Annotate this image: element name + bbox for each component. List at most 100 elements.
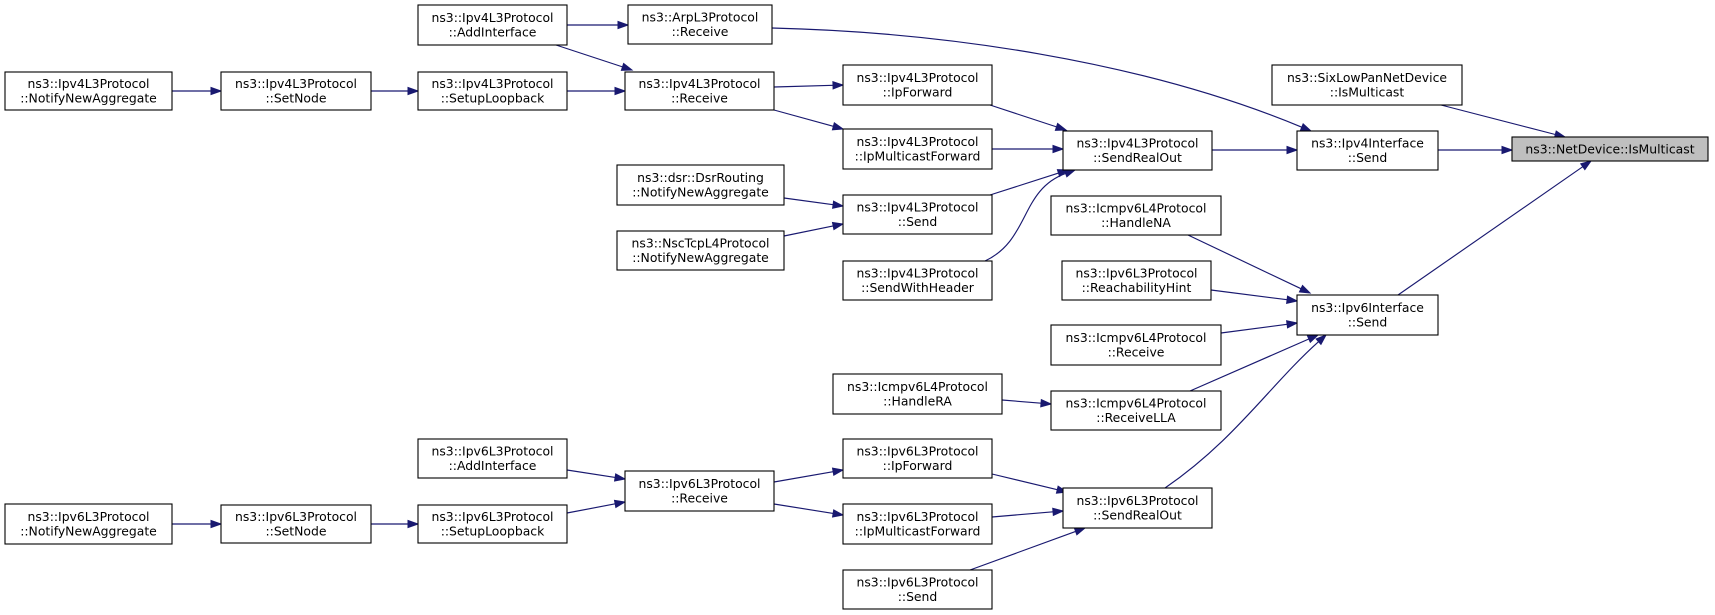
node-label: ns3::Icmpv6L4Protocol	[1066, 396, 1207, 411]
node-box	[1511, 136, 1709, 162]
node-label: ns3::Ipv4L3Protocol	[857, 200, 979, 215]
node-label: ::SetupLoopback	[441, 524, 545, 539]
node-label: ::Receive	[1108, 345, 1165, 360]
node-label: ns3::Ipv4L3Protocol	[432, 10, 554, 25]
edge-ipv6if-to-netdev	[1397, 160, 1593, 296]
arrowhead-icon	[1286, 295, 1299, 304]
node-box	[220, 504, 372, 544]
caller-node-v6setnode[interactable]: ns3::Ipv6L3Protocol::SetNode	[220, 504, 372, 544]
node-box	[842, 569, 993, 610]
caller-node-icmpna[interactable]: ns3::Icmpv6L4Protocol::HandleNA	[1050, 195, 1222, 236]
edge-v6sro-to-ipv6if	[1164, 334, 1328, 489]
caller-node-ipv6if[interactable]: ns3::Ipv6Interface::Send	[1296, 294, 1439, 336]
node-box	[842, 194, 993, 235]
edge-v6fwd-to-v6sro	[991, 473, 1069, 494]
node-box	[832, 373, 1003, 415]
arrowhead-icon	[1501, 145, 1514, 155]
node-label: ::IpForward	[883, 458, 953, 473]
edge-v6mfwd-to-v6sro	[991, 507, 1065, 518]
node-box	[842, 128, 993, 170]
caller-node-dsr[interactable]: ns3::dsr::DsrRouting::NotifyNewAggregate	[616, 164, 785, 206]
edge-v6setnode-to-v6setlb	[371, 519, 420, 529]
caller-node-v6mfwd[interactable]: ns3::Ipv6L3Protocol::IpMulticastForward	[842, 503, 993, 545]
caller-node-v4mfwd[interactable]: ns3::Ipv4L3Protocol::IpMulticastForward	[842, 128, 993, 170]
caller-node-v6setlb[interactable]: ns3::Ipv6L3Protocol::SetupLoopback	[417, 504, 568, 544]
edge-nsc-to-v4send	[783, 221, 845, 237]
edge-ipv4if-to-netdev	[1438, 145, 1514, 155]
node-label: ns3::Ipv6L3Protocol	[1077, 493, 1199, 508]
edge-line	[989, 104, 1057, 128]
caller-node-v4setnode[interactable]: ns3::Ipv4L3Protocol::SetNode	[220, 71, 372, 111]
node-label: ::IpMulticastForward	[855, 149, 981, 164]
caller-node-icmpra[interactable]: ns3::Icmpv6L4Protocol::HandleRA	[832, 373, 1003, 415]
caller-node-v6nna[interactable]: ns3::Ipv6L3Protocol::NotifyNewAggregate	[4, 503, 173, 545]
edge-line	[783, 225, 834, 237]
caller-node-v4addif[interactable]: ns3::Ipv4L3Protocol::AddInterface	[417, 4, 568, 46]
node-box	[842, 503, 993, 545]
edge-line	[1189, 338, 1310, 392]
caller-node-v4sro[interactable]: ns3::Ipv4L3Protocol::SendRealOut	[1062, 130, 1213, 171]
node-box	[1050, 324, 1222, 366]
node-label: ::NotifyNewAggregate	[632, 250, 769, 265]
arrowhead-icon	[1052, 507, 1065, 517]
node-label: ns3::Ipv4L3Protocol	[857, 266, 979, 281]
caller-node-v4recv[interactable]: ns3::Ipv4L3Protocol::Receive	[624, 71, 775, 111]
edge-line	[984, 172, 1066, 262]
caller-node-icmprecv[interactable]: ns3::Icmpv6L4Protocol::Receive	[1050, 324, 1222, 366]
node-label: ns3::Ipv4L3Protocol	[857, 134, 979, 149]
caller-node-arp[interactable]: ns3::ArpL3Protocol::Receive	[627, 4, 773, 45]
node-box	[4, 503, 173, 545]
edge-v4setlb-to-v4recv	[567, 86, 627, 96]
root-function-node: ns3::NetDevice::IsMulticast	[1511, 136, 1709, 162]
caller-node-v4setlb[interactable]: ns3::Ipv4L3Protocol::SetupLoopback	[417, 71, 568, 111]
edge-line	[969, 530, 1076, 571]
edge-v4addif-to-v4recv	[555, 44, 634, 71]
node-box	[1062, 130, 1213, 171]
caller-node-v6reach[interactable]: ns3::Ipv6L3Protocol::ReachabilityHint	[1061, 260, 1212, 301]
caller-node-v6send[interactable]: ns3::Ipv6L3Protocol::Send	[842, 569, 993, 610]
node-label: ::SendRealOut	[1093, 508, 1182, 523]
nodes-layer: ns3::NetDevice::IsMulticast ns3::SixLowPa…	[4, 4, 1709, 610]
caller-node-nsc[interactable]: ns3::NscTcpL4Protocol::NotifyNewAggregat…	[616, 230, 785, 271]
edge-line	[1397, 166, 1584, 296]
node-box	[624, 470, 775, 512]
arrowhead-icon	[831, 221, 845, 231]
node-label: ns3::NetDevice::IsMulticast	[1525, 141, 1694, 156]
caller-node-v6fwd[interactable]: ns3::Ipv6L3Protocol::IpForward	[842, 438, 993, 479]
caller-node-v6addif[interactable]: ns3::Ipv6L3Protocol::AddInterface	[417, 438, 568, 479]
node-label: ::NotifyNewAggregate	[20, 91, 157, 106]
caller-node-sixlow[interactable]: ns3::SixLowPanNetDevice::IsMulticast	[1271, 64, 1463, 106]
edge-line	[989, 172, 1059, 196]
caller-node-icmplla[interactable]: ns3::Icmpv6L4Protocol::ReceiveLLA	[1050, 390, 1222, 431]
edge-icmprecv-to-ipv6if	[1220, 320, 1299, 334]
caller-node-v4swh[interactable]: ns3::Ipv4L3Protocol::SendWithHeader	[842, 260, 993, 301]
node-label: ::HandleNA	[1101, 215, 1171, 230]
edge-line	[773, 503, 834, 514]
edge-line	[771, 27, 1302, 128]
arrowhead-icon	[210, 519, 223, 529]
node-box	[417, 438, 568, 479]
caller-node-v6sro[interactable]: ns3::Ipv6L3Protocol::SendRealOut	[1062, 487, 1213, 529]
node-label: ::Send	[1348, 150, 1388, 165]
arrowhead-icon	[617, 20, 630, 30]
node-label: ::NotifyNewAggregate	[632, 185, 769, 200]
node-label: ns3::Ipv6L3Protocol	[235, 509, 357, 524]
node-label: ::IpForward	[883, 85, 953, 100]
node-label: ::SetupLoopback	[441, 91, 545, 106]
caller-node-v4nna[interactable]: ns3::Ipv4L3Protocol::NotifyNewAggregate	[4, 71, 173, 111]
caller-node-v6recv[interactable]: ns3::Ipv6L3Protocol::Receive	[624, 470, 775, 512]
node-box	[1271, 64, 1463, 106]
edge-line	[783, 197, 834, 206]
caller-node-v4fwd[interactable]: ns3::Ipv4L3Protocol::IpForward	[842, 64, 993, 106]
edge-v6recv-to-v6mfwd	[773, 503, 845, 518]
arrowhead-icon	[1298, 284, 1312, 294]
node-box	[842, 260, 993, 301]
caller-node-v4send[interactable]: ns3::Ipv4L3Protocol::Send	[842, 194, 993, 235]
node-label: ::IpMulticastForward	[855, 524, 981, 539]
arrowhead-icon	[1063, 169, 1077, 178]
caller-node-ipv4if[interactable]: ns3::Ipv4Interface::Send	[1296, 130, 1439, 171]
edge-v4mfwd-to-v4sro	[992, 144, 1065, 154]
node-label: ::Send	[898, 589, 938, 604]
edge-v6send-to-v6sro	[969, 527, 1087, 571]
